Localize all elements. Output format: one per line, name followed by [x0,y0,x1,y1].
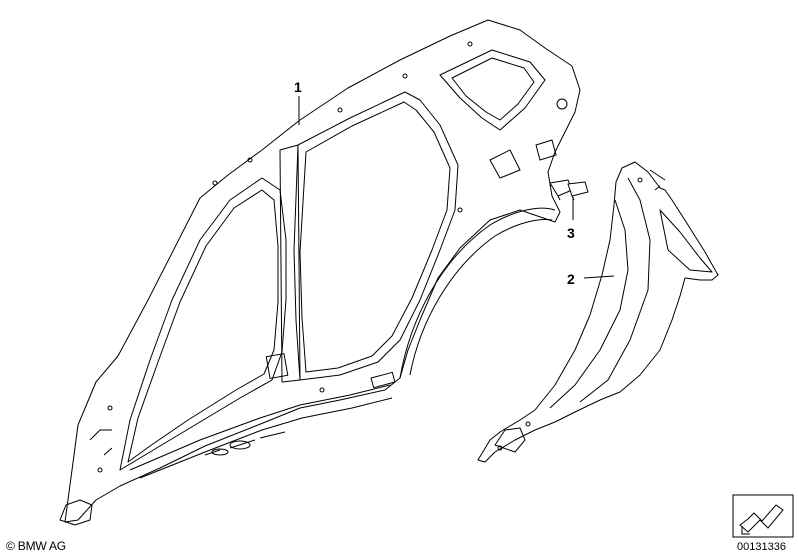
arrow-icon [732,494,794,538]
side-frame-part [59,19,581,526]
rear-quarter-panel-part [477,161,719,463]
bracket-part [549,179,589,201]
reference-number: 00131336 [737,541,786,553]
callout-1: 1 [294,79,302,95]
callout-3: 3 [567,225,575,241]
copyright-text: © BMW AG [6,539,66,553]
leader-lines [298,96,615,279]
callout-2: 2 [567,271,575,287]
